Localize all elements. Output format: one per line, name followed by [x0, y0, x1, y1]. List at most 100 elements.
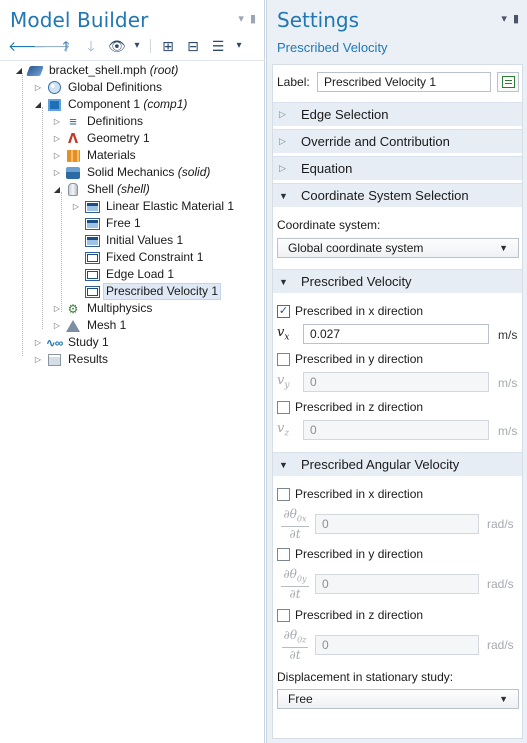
velocity-x-checkbox[interactable]: ✓ [277, 304, 290, 318]
feature-icon [84, 234, 100, 248]
tree-node-label: Geometry 1 [87, 131, 150, 145]
list-icon[interactable]: ☰ [211, 38, 225, 54]
angular-x-checkbox[interactable] [277, 487, 290, 501]
section-prescribed-velocity[interactable]: ▼ Prescribed Velocity [273, 269, 522, 293]
velocity-y-checkbox-row[interactable]: Prescribed in y direction [277, 352, 423, 366]
select-value: Global coordinate system [288, 241, 424, 255]
tree-node-root[interactable]: ◢ bracket_shell.mph (root) [14, 62, 180, 79]
expand-icon[interactable]: ▷ [53, 168, 61, 177]
materials-icon [65, 149, 81, 163]
collapse-icon[interactable]: ◢ [15, 66, 23, 75]
tree-node-component[interactable]: ◢ Component 1 (comp1) [33, 96, 189, 113]
tree-node-initial-values[interactable]: Initial Values 1 [84, 232, 185, 249]
tree-node-label: Materials [87, 148, 136, 162]
checkbox-label: Prescribed in x direction [295, 487, 424, 501]
section-override-contribution[interactable]: ▷ Override and Contribution [273, 129, 522, 153]
tree-node-shell[interactable]: ◢ Shell (shell) [52, 181, 152, 198]
expand-icon[interactable]: ▷ [34, 355, 42, 364]
tree-node-edge-load[interactable]: Edge Load 1 [84, 266, 176, 283]
expand-icon[interactable]: ▷ [53, 304, 61, 313]
checkbox-label: Prescribed in x direction [295, 304, 424, 318]
label-input[interactable]: Prescribed Velocity 1 [317, 72, 491, 92]
section-prescribed-angular-velocity[interactable]: ▼ Prescribed Angular Velocity [273, 452, 522, 476]
expand-icon[interactable]: ▷ [53, 151, 61, 160]
velocity-y-unit: m/s [498, 376, 518, 390]
tree-node-global-definitions[interactable]: ▷ Global Definitions [33, 79, 164, 96]
checkbox-label: Prescribed in z direction [295, 400, 424, 414]
tree-node-materials[interactable]: ▷ Materials [52, 147, 138, 164]
mesh-icon [65, 319, 81, 333]
panel-menu-icon[interactable]: ▾ [238, 13, 244, 25]
arrow-down-icon[interactable]: 🡓 [87, 38, 95, 54]
panel-menu-icon[interactable]: ▾ [501, 13, 507, 25]
expand-icon[interactable]: ▷ [53, 117, 61, 126]
model-builder-title: Model Builder [10, 8, 149, 32]
velocity-y-checkbox[interactable] [277, 352, 290, 366]
model-builder-panel: Model Builder ▾ ▮ 🡐 🡒 🡑 🡓 👁 ▾ ⊞ ⊟ ☰ ▾ ◢ … [0, 0, 265, 743]
velocity-y-input[interactable]: 0 [303, 372, 489, 392]
tree-node-linear-elastic-material[interactable]: ▷ Linear Elastic Material 1 [71, 198, 236, 215]
expand-icon[interactable]: ▷ [34, 338, 42, 347]
tree-node-definitions[interactable]: ▷ ≡ Definitions [52, 113, 145, 130]
angular-x-unit: rad/s [487, 517, 514, 531]
arrow-up-icon[interactable]: 🡑 [62, 38, 70, 54]
tree-node-free[interactable]: Free 1 [84, 215, 143, 232]
coordinate-system-select[interactable]: Global coordinate system ▼ [277, 238, 519, 258]
angular-y-input[interactable]: 0 [315, 574, 479, 595]
angular-y-checkbox-row[interactable]: Prescribed in y direction [277, 547, 423, 561]
velocity-z-checkbox[interactable] [277, 400, 290, 414]
tree-node-results[interactable]: ▷ Results [33, 351, 110, 368]
angular-x-input[interactable]: 0 [315, 514, 479, 535]
tree-node-prescribed-velocity[interactable]: Prescribed Velocity 1 [84, 283, 222, 300]
collapse-icon: ▼ [279, 276, 288, 287]
section-equation[interactable]: ▷ Equation [273, 156, 522, 180]
collapse-all-icon[interactable]: ⊟ [187, 38, 199, 54]
angular-z-input[interactable]: 0 [315, 635, 479, 656]
tree-node-fixed-constraint[interactable]: Fixed Constraint 1 [84, 249, 205, 266]
tree-node-geometry[interactable]: ▷ ᐱ Geometry 1 [52, 130, 152, 147]
collapse-icon[interactable]: ◢ [53, 185, 61, 194]
feature-icon [84, 200, 100, 214]
tree-node-study[interactable]: ▷ ∿∞ Study 1 [33, 334, 111, 351]
tree-node-tag: (solid) [177, 165, 211, 179]
angular-z-checkbox[interactable] [277, 608, 290, 622]
settings-subtitle: Prescribed Velocity [277, 40, 388, 55]
pin-icon[interactable]: ▮ [249, 13, 256, 25]
section-edge-selection[interactable]: ▷ Edge Selection [273, 102, 522, 126]
expand-all-icon[interactable]: ⊞ [162, 38, 174, 54]
angular-z-checkbox-row[interactable]: Prescribed in z direction [277, 608, 423, 622]
arrow-right-icon[interactable]: 🡒 [33, 38, 71, 54]
multiphysics-icon: ⚙ [67, 301, 79, 316]
velocity-z-unit: m/s [498, 424, 518, 438]
tree-guide [22, 73, 23, 356]
tree-node-mesh[interactable]: ▷ Mesh 1 [52, 317, 128, 334]
section-coordinate-system[interactable]: ▼ Coordinate System Selection [273, 183, 522, 207]
tree-node-solid-mechanics[interactable]: ▷ Solid Mechanics (solid) [52, 164, 212, 181]
expand-icon[interactable]: ▷ [53, 321, 61, 330]
arrow-left-icon[interactable]: 🡐 [8, 38, 46, 54]
chevron-down-icon: ▼ [499, 243, 508, 253]
expand-icon: ▷ [279, 109, 286, 119]
label-note-button[interactable] [497, 72, 519, 92]
velocity-z-input[interactable]: 0 [303, 420, 489, 440]
model-builder-window-controls: ▾ ▮ [238, 12, 256, 25]
expand-icon[interactable]: ▷ [72, 202, 80, 211]
displacement-select[interactable]: Free ▼ [277, 689, 519, 709]
list-dropdown-icon[interactable]: ▾ [236, 40, 242, 51]
expand-icon[interactable]: ▷ [53, 134, 61, 143]
tree-node-label: Solid Mechanics [87, 165, 175, 179]
angular-x-checkbox-row[interactable]: Prescribed in x direction [277, 487, 423, 501]
velocity-x-input[interactable]: 0.027 [303, 324, 489, 344]
chevron-down-icon: ▼ [499, 694, 508, 704]
angular-y-checkbox[interactable] [277, 547, 290, 561]
shell-icon [65, 183, 81, 197]
tree-node-multiphysics[interactable]: ▷ ⚙ Multiphysics [52, 300, 154, 317]
velocity-z-checkbox-row[interactable]: Prescribed in z direction [277, 400, 423, 414]
velocity-x-checkbox-row[interactable]: ✓ Prescribed in x direction [277, 304, 423, 318]
collapse-icon[interactable]: ◢ [34, 100, 42, 109]
displacement-caption-row: Displacement in stationary study: [277, 670, 453, 684]
pin-icon[interactable]: ▮ [512, 13, 519, 25]
eye-icon[interactable]: 👁 [108, 38, 126, 54]
show-menu-dropdown-icon[interactable]: ▾ [134, 40, 140, 51]
expand-icon[interactable]: ▷ [34, 83, 42, 92]
